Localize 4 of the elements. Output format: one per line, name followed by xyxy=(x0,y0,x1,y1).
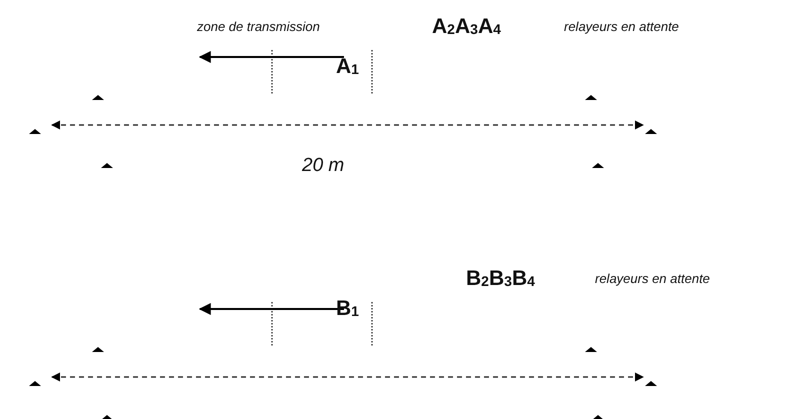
waiting-caption: relayeurs en attente xyxy=(595,272,710,285)
distance-label: 20 m xyxy=(302,156,344,175)
zone-caption: zone de transmission xyxy=(197,20,320,33)
waiting-caption: relayeurs en attente xyxy=(564,20,679,33)
